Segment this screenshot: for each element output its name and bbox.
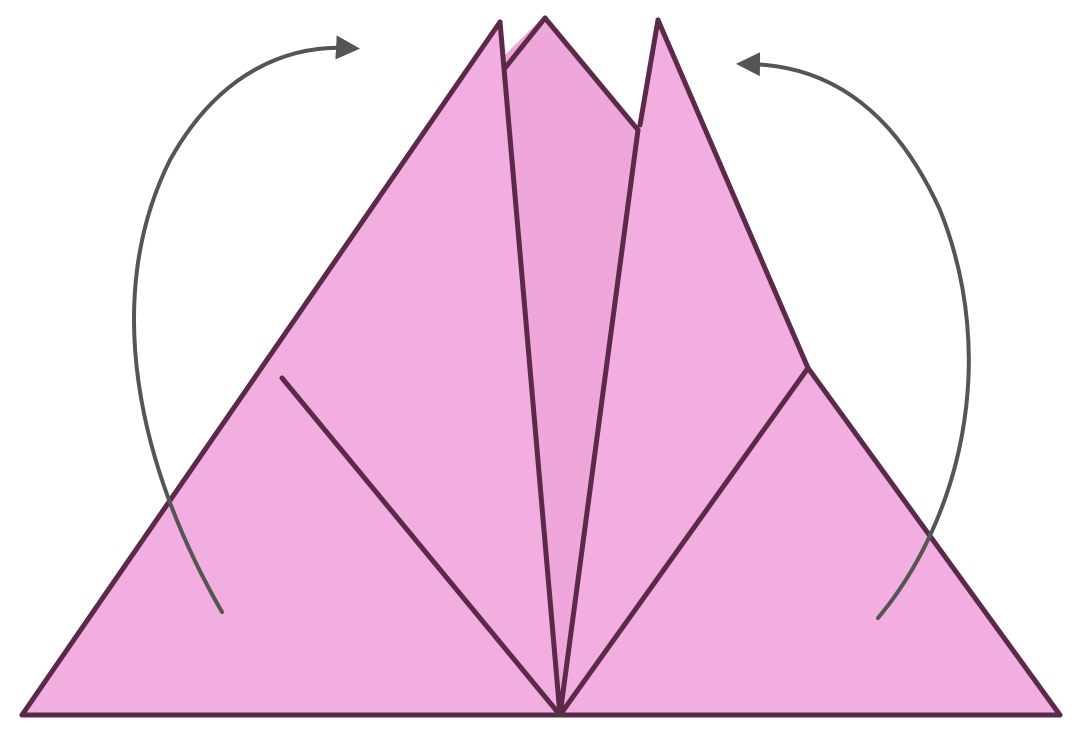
paper-flaps (22, 15, 1060, 715)
left-flap (22, 20, 560, 715)
